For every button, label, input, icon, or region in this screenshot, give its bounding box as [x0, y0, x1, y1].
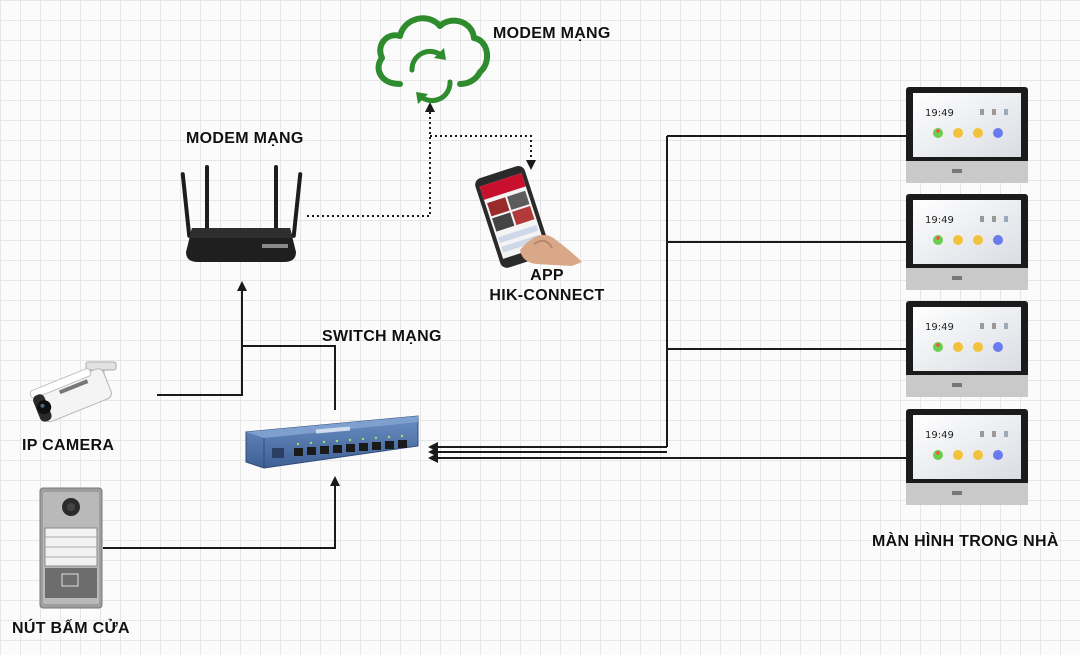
indoor-monitors	[906, 87, 1028, 505]
switch-icon	[245, 415, 419, 469]
router-icon	[180, 165, 303, 262]
switch-router-line	[242, 345, 336, 410]
indoor-monitor-4	[906, 409, 1028, 505]
monitor-2-time: 19:49	[925, 215, 954, 226]
monitor-4-time: 19:49	[925, 430, 954, 441]
app-label-line2: HIK-CONNECT	[489, 287, 605, 304]
indoor-monitor-2	[906, 194, 1028, 290]
dotted-lines	[307, 102, 536, 217]
indoor-monitors-label: MÀN HÌNH TRONG NHÀ	[872, 533, 1059, 550]
indoor-monitor-3	[906, 301, 1028, 397]
router-cloud-line	[307, 102, 435, 217]
ip-camera-icon	[29, 361, 117, 423]
door-button-label: NÚT BẤM CỬA	[12, 620, 130, 637]
monitor-clocks: 19:49 19:49 19:49 19:49	[925, 108, 954, 441]
camera-router-line	[157, 281, 247, 396]
router-modem-label: MODEM MẠNG	[186, 130, 304, 147]
door-switch-line	[103, 476, 340, 549]
monitor-3-time: 19:49	[925, 322, 954, 333]
ip-camera-label: IP CAMERA	[22, 437, 115, 454]
phone-app-icon	[475, 165, 582, 268]
cloud-modem-label: MODEM MẠNG	[493, 25, 611, 42]
connection-lines	[103, 135, 908, 549]
door-station-icon	[39, 487, 103, 609]
switch-label: SWITCH MẠNG	[322, 328, 442, 345]
cloud-app-line	[430, 135, 536, 170]
cloud-sync-icon	[375, 15, 491, 104]
app-label-line1: APP	[530, 267, 564, 284]
indoor-monitor-1	[906, 87, 1028, 183]
monitor-1-time: 19:49	[925, 108, 954, 119]
